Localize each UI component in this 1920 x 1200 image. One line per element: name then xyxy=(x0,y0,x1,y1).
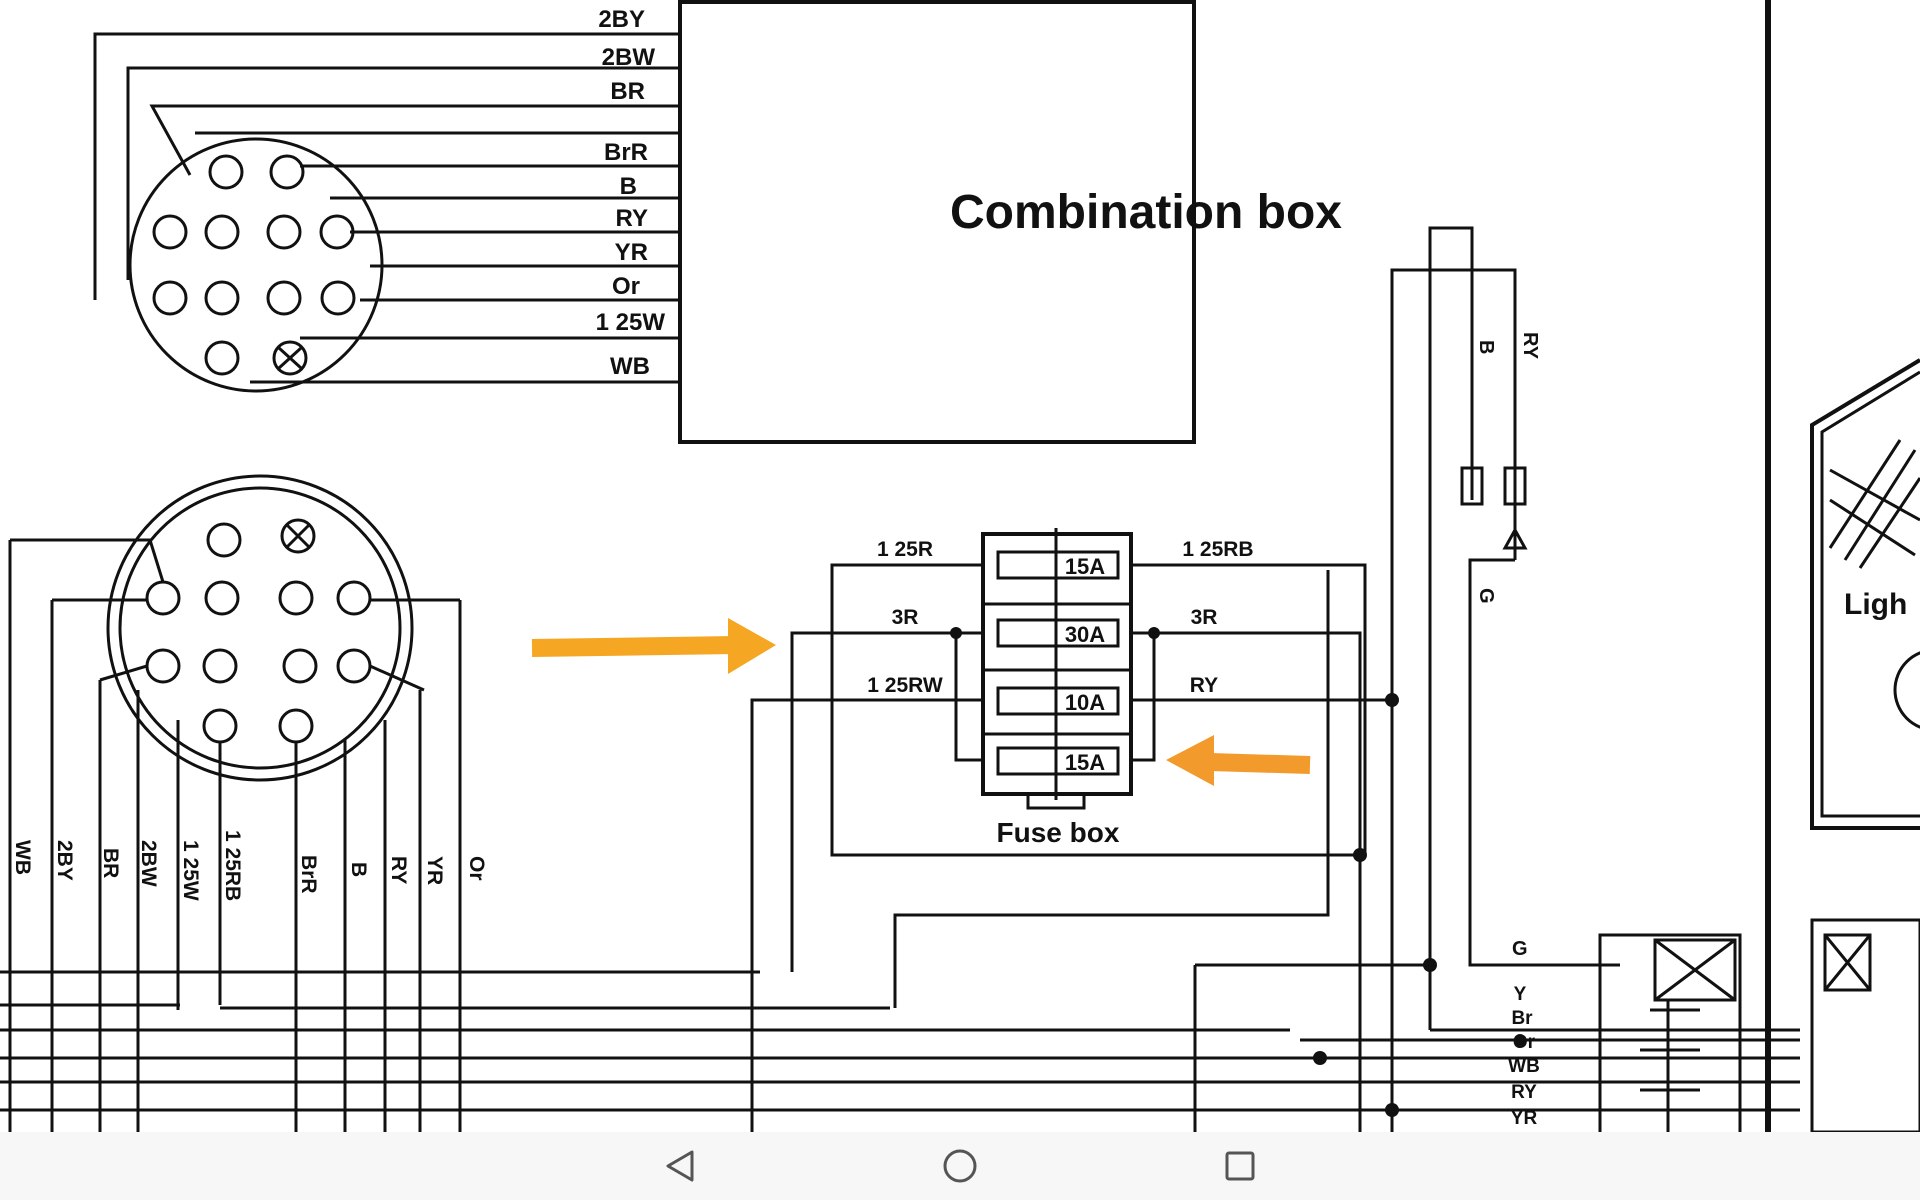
wire-label: B xyxy=(620,173,637,200)
fuse-wire-label: 3R xyxy=(1191,606,1218,629)
fuse-label: 30A xyxy=(1065,622,1105,647)
home-button[interactable] xyxy=(915,1132,1005,1200)
wire-label: RY xyxy=(616,205,648,232)
bundle-label: Y xyxy=(1514,984,1527,1005)
wire-label: BrR xyxy=(604,139,648,166)
lower-wire-label: 1 25W xyxy=(179,840,202,901)
annotation-arrow-left xyxy=(531,618,776,674)
wire-label: WB xyxy=(610,353,650,380)
wire-label: 1 25W xyxy=(596,309,666,336)
back-button[interactable] xyxy=(635,1132,725,1200)
fuse-wire-label: 3R xyxy=(892,606,919,629)
bundle-label: WB xyxy=(1508,1056,1540,1077)
wiring-diagram: Combination box 2BY 2BW BR BrR B RY YR O… xyxy=(0,0,1920,1132)
bundle-label: RY xyxy=(1511,1082,1537,1103)
lighting-unit-label: Ligh xyxy=(1844,588,1907,621)
combination-box-title: Combination box xyxy=(950,186,1342,239)
harness-wire-label: G xyxy=(1475,588,1497,604)
annotation-arrow-right xyxy=(1166,735,1311,786)
lower-connector xyxy=(106,474,414,782)
lower-wire-label: BR xyxy=(99,848,122,878)
lower-wire-label: WB xyxy=(11,840,34,875)
lower-wire-label: 2BW xyxy=(137,840,160,887)
fuse-label: 10A xyxy=(1065,690,1105,715)
top-connector xyxy=(128,137,384,393)
recents-button[interactable] xyxy=(1195,1132,1285,1200)
fuse-wire-label: 1 25R xyxy=(877,538,933,561)
wire-label: YR xyxy=(615,239,648,266)
harness-wire-label: B xyxy=(1475,340,1497,354)
lower-wire-label: B xyxy=(347,862,370,877)
wire-label: 2BY xyxy=(598,6,645,33)
recents-icon xyxy=(1225,1151,1255,1181)
harness-wire-label: G xyxy=(1512,938,1528,960)
lower-wire-label: 1 25RB xyxy=(221,830,244,901)
lower-wire-label: YR xyxy=(423,856,446,885)
bundle-label: Or xyxy=(1513,1032,1536,1053)
wire-label: 2BW xyxy=(602,44,656,71)
wire-label: BR xyxy=(610,78,645,105)
lower-wire-label: RY xyxy=(387,856,410,884)
lower-wire-label: Or xyxy=(465,856,488,881)
wire-label: Or xyxy=(612,273,640,300)
bundle-label: YR xyxy=(1511,1108,1538,1129)
lower-wire-label: BrR xyxy=(297,855,320,894)
back-icon xyxy=(666,1150,694,1182)
fuse-wire-label: RY xyxy=(1190,674,1218,697)
fuse-label: 15A xyxy=(1065,750,1105,775)
fuse-wire-label: 1 25RB xyxy=(1182,538,1253,561)
home-icon xyxy=(943,1149,977,1183)
fuse-box-title: Fuse box xyxy=(997,817,1120,848)
fuse-wire-label: 1 25RW xyxy=(867,674,943,697)
lower-wire-label: 2BY xyxy=(53,840,76,881)
bundle-label: Br xyxy=(1511,1008,1533,1029)
fuse-label: 15A xyxy=(1065,554,1105,579)
system-navigation-bar xyxy=(0,1132,1920,1200)
harness-wire-label: RY xyxy=(1519,332,1541,360)
combination-box xyxy=(678,0,1196,444)
